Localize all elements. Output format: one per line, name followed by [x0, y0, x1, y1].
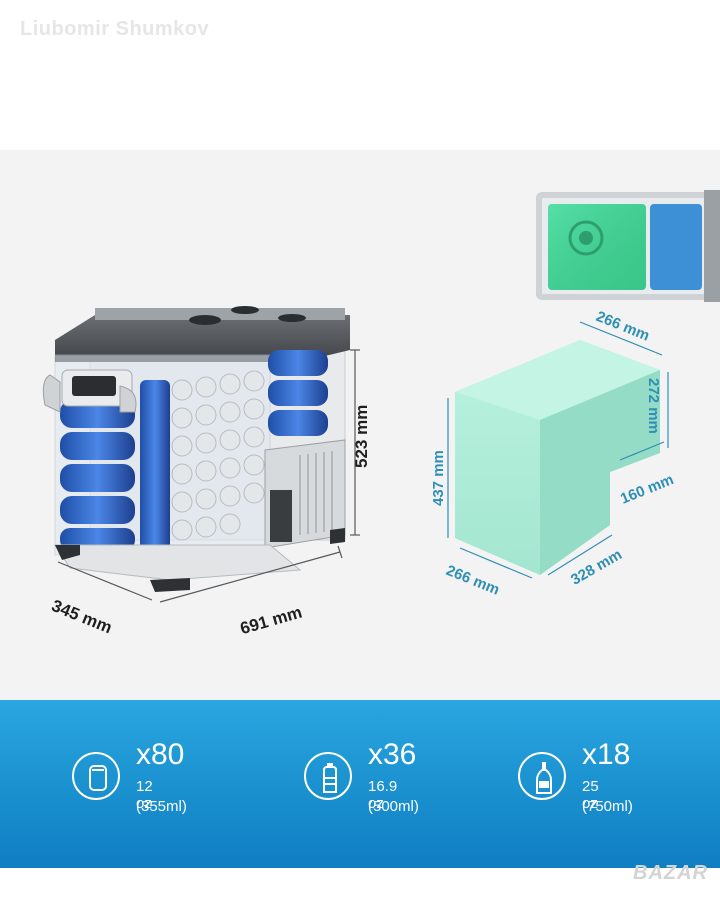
bazar-logo: BAZAR — [633, 862, 708, 884]
capacity-metric: (355ml) — [136, 798, 187, 815]
wine-bottle-icon — [518, 752, 566, 800]
capacity-metric: (500ml) — [368, 798, 419, 815]
can-icon — [72, 752, 120, 800]
capacity-count: x80 — [136, 738, 185, 771]
outer-height-label: 523 mm — [352, 404, 371, 468]
open-fridge-thumbnail — [536, 190, 720, 302]
capacity-size: 12 oz — [136, 778, 153, 812]
capacity-size: 16.9 oz — [368, 778, 398, 812]
capacity-count: x36 — [368, 738, 417, 771]
bottom-strip — [0, 868, 720, 899]
fridge-illustration — [42, 306, 360, 603]
water-bottle-icon — [304, 752, 352, 800]
capacity-metric: (750ml) — [582, 798, 633, 815]
watermark-text: Liubomir Shumkov — [20, 18, 210, 40]
inner-step-height-label: 272 mm — [645, 378, 662, 434]
product-panel: 523 mm 345 mm 691 mm 266 mm 272 mm 160 m… — [0, 150, 720, 700]
product-illustration — [42, 190, 720, 603]
capacity-size: 25 oz — [582, 778, 599, 812]
inner-volume-block — [447, 321, 669, 579]
inner-height-label: 437 mm — [430, 450, 447, 506]
capacity-band: x80 12 oz (355ml) x36 16.9 oz (500ml) x1… — [0, 700, 720, 868]
capacity-count: x18 — [582, 738, 631, 771]
